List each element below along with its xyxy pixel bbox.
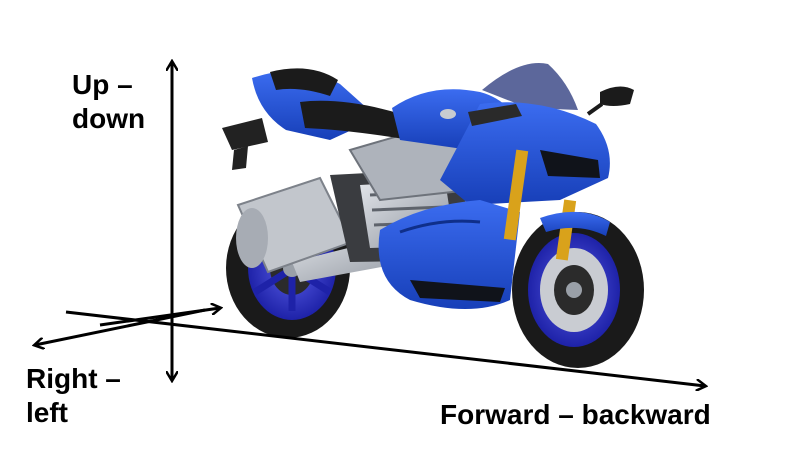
up-down-label-line2: down	[72, 103, 146, 134]
right-left-label: Right – left	[26, 362, 121, 430]
forward-backward-axis	[65, 310, 705, 386]
axes	[35, 62, 705, 386]
right-left-label-line2: left	[26, 397, 68, 428]
right-left-label-line1: Right –	[26, 363, 121, 394]
motorcycle-icon	[222, 63, 644, 368]
forward-backward-label: Forward – backward	[440, 398, 711, 432]
up-down-label: Up – down	[72, 68, 145, 136]
up-down-label-line1: Up –	[72, 69, 133, 100]
right-left-axis	[35, 308, 206, 345]
right-left-axis-upper	[99, 308, 220, 327]
forward-backward-label-text: Forward – backward	[440, 399, 711, 430]
